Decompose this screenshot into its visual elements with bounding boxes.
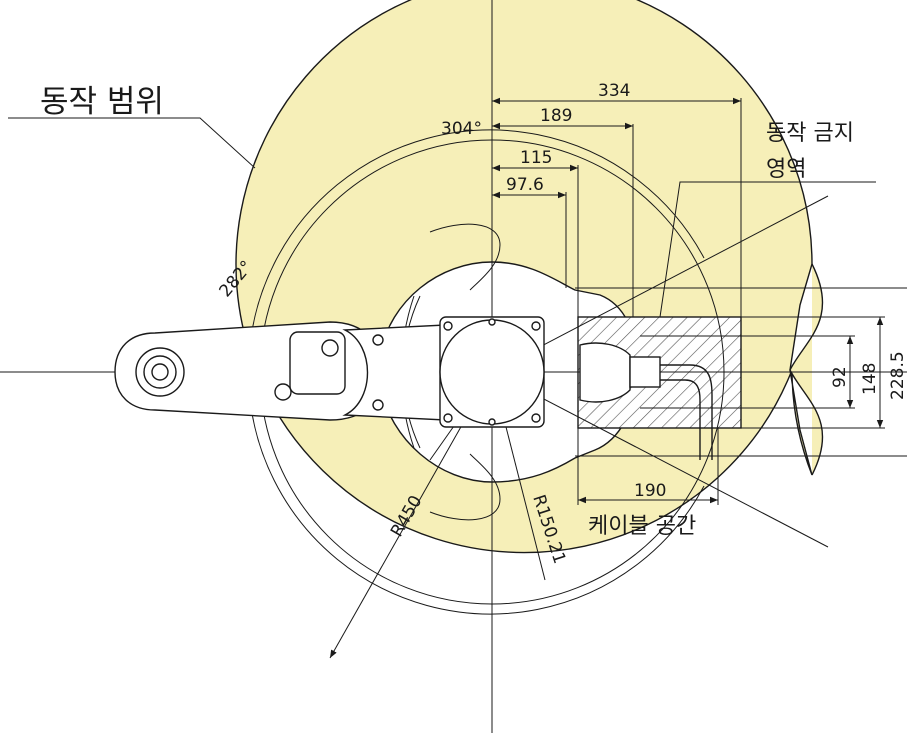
dim-148: 148 bbox=[860, 363, 880, 395]
label-cable-space: 케이블 공간 bbox=[588, 514, 696, 539]
leader-motion-range bbox=[8, 117, 256, 169]
dim-334: 334 bbox=[598, 81, 630, 101]
base-bolt-1 bbox=[443, 321, 453, 331]
base-bolt-5 bbox=[488, 318, 496, 326]
base-bolt-6 bbox=[488, 418, 496, 426]
dim-97-6: 97.6 bbox=[506, 175, 544, 195]
label-motion-range: 동작 범위 bbox=[40, 84, 164, 120]
angle-304: 304° bbox=[441, 119, 482, 139]
diag-line-2 bbox=[491, 371, 829, 548]
robot-base-flange bbox=[439, 319, 545, 425]
base-bolt-2 bbox=[531, 321, 541, 331]
cable-connector-gland bbox=[629, 356, 661, 388]
cable-path bbox=[660, 364, 713, 460]
dim-189: 189 bbox=[540, 106, 572, 126]
label-forbidden-2: 영역 bbox=[766, 157, 806, 182]
joint-arc-top bbox=[429, 223, 501, 291]
robot-connector-panel bbox=[289, 331, 346, 395]
robot-end-effector-core bbox=[151, 363, 169, 381]
dim-115: 115 bbox=[520, 148, 552, 168]
diag-line-1 bbox=[491, 195, 829, 373]
joint-arc-bottom bbox=[429, 453, 501, 521]
cable-path-2 bbox=[660, 379, 701, 460]
robot-connector-port bbox=[321, 339, 339, 357]
base-bolt-4 bbox=[531, 413, 541, 423]
robot-link-inner bbox=[342, 324, 446, 421]
robot-link-screw-top bbox=[372, 334, 384, 346]
dim-92: 92 bbox=[830, 366, 850, 388]
robot-joint-hole bbox=[274, 383, 292, 401]
base-bolt-3 bbox=[443, 413, 453, 423]
robot-link-screw-bottom bbox=[372, 399, 384, 411]
label-forbidden-1: 동작 금지 bbox=[766, 121, 854, 146]
leader-forbidden bbox=[659, 181, 876, 318]
dim-228-5: 228.5 bbox=[888, 351, 907, 400]
cable-connector-body bbox=[579, 342, 631, 403]
dim-190: 190 bbox=[634, 481, 666, 501]
